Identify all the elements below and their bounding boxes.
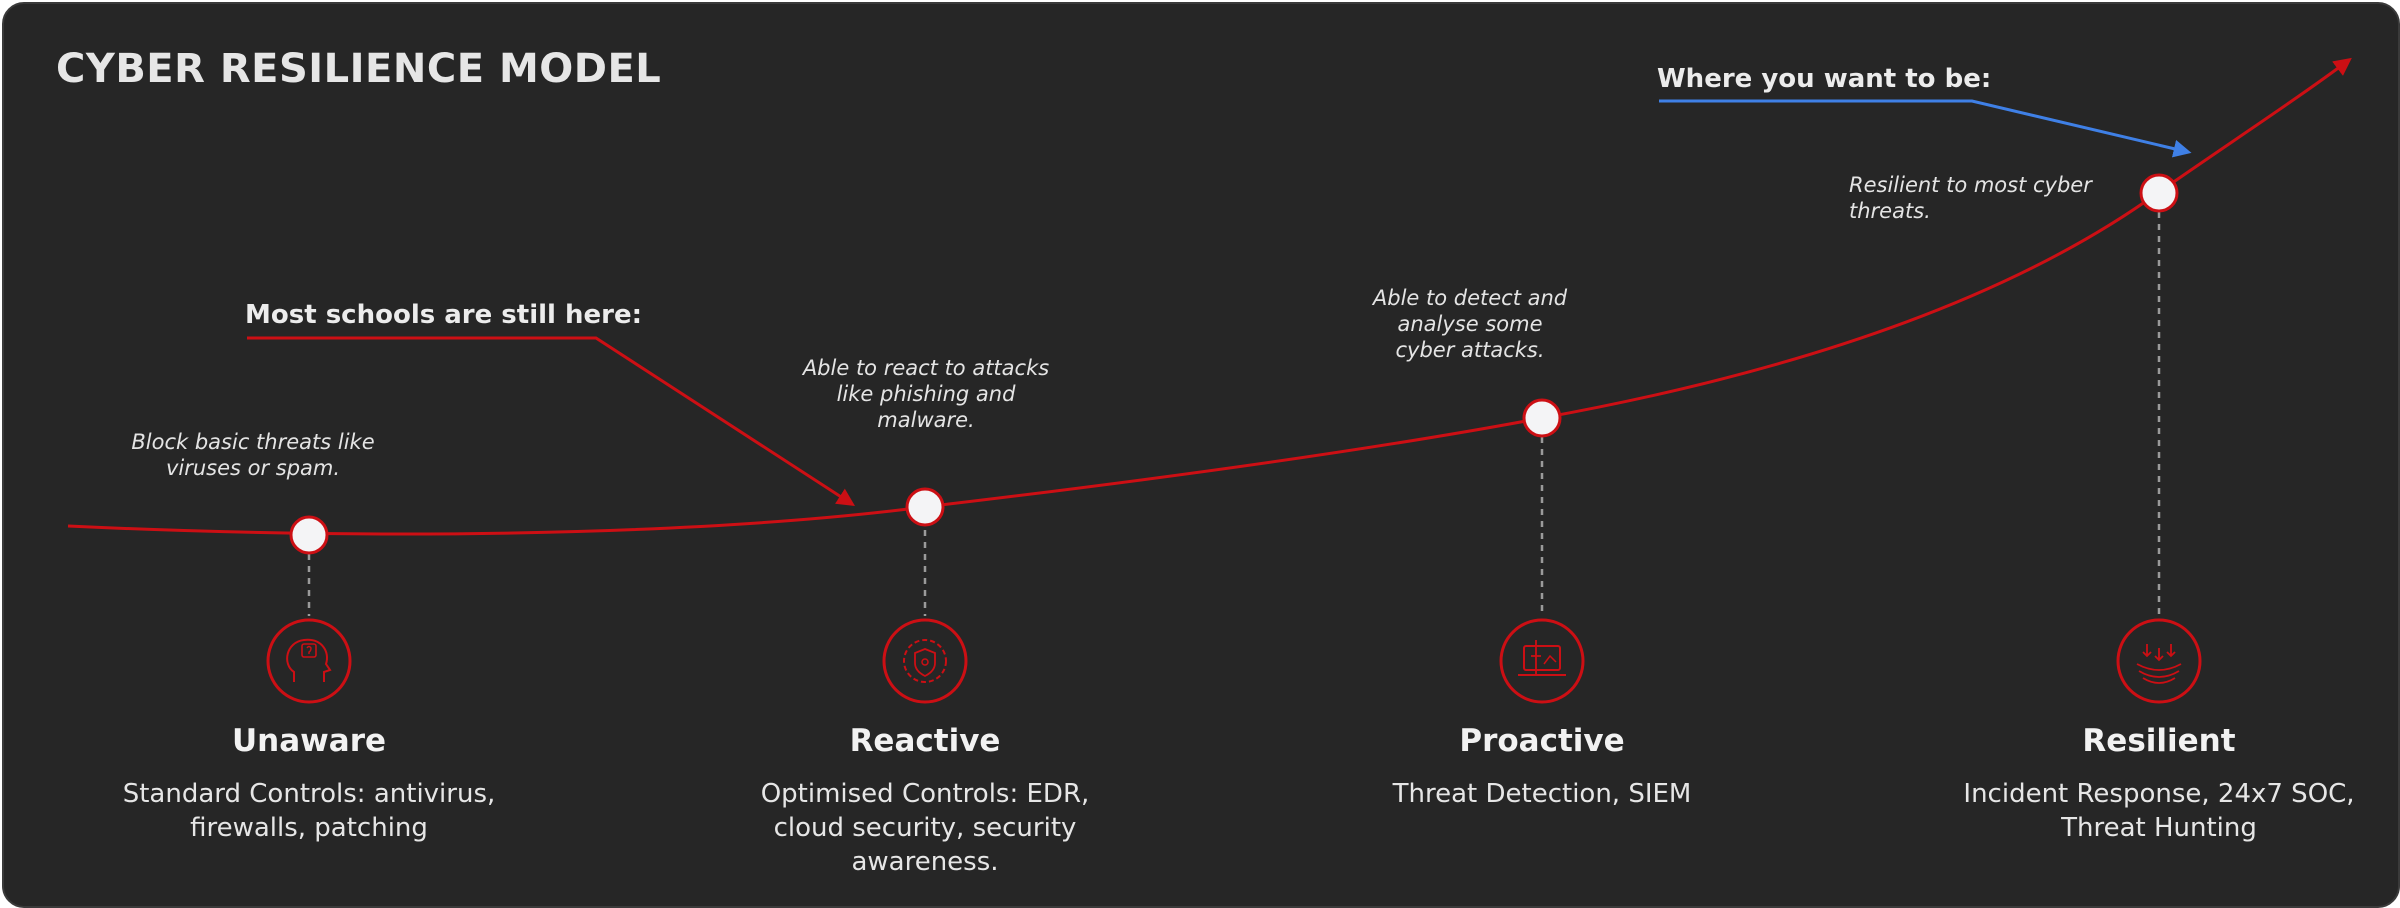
- note-unaware: Block basic threats like viruses or spam…: [131, 430, 375, 480]
- target-position-callout: Where you want to be:: [1657, 64, 1992, 94]
- stage-name-proactive: Proactive: [1459, 723, 1625, 759]
- stage-description-reactive: Optimised Controls: EDR, cloud security,…: [760, 779, 1090, 877]
- note-resilient: Resilient to most cyber threats.: [1849, 173, 2092, 223]
- head-question-icon: [266, 618, 352, 704]
- laptop-detection-icon: [1499, 618, 1585, 704]
- node-resilient: [2139, 173, 2179, 213]
- note-reactive: Able to react to attacks like phishing a…: [802, 356, 1050, 432]
- layered-defense-icon: [2116, 618, 2202, 704]
- stage-description-resilient: Incident Response, 24x7 SOC, Threat Hunt…: [1963, 779, 2355, 843]
- diagram-title: CYBER RESILIENCE MODEL: [56, 46, 662, 92]
- stage-name-unaware: Unaware: [231, 723, 387, 759]
- node-unaware: [289, 515, 329, 555]
- stage-description-proactive: Threat Detection, SIEM: [1392, 779, 1692, 809]
- current-position-callout: Most schools are still here:: [245, 300, 642, 330]
- target-position-arrow: [1659, 99, 2192, 158]
- diagram-graphics: [67, 57, 2352, 704]
- stage-name-reactive: Reactive: [849, 723, 1001, 759]
- node-proactive: [1522, 398, 1562, 438]
- resilience-curve: [67, 57, 2352, 536]
- node-reactive: [905, 487, 945, 527]
- stage-name-resilient: Resilient: [2082, 723, 2236, 759]
- shield-gear-icon: [882, 618, 968, 704]
- note-proactive: Able to detect and analyse some cyber at…: [1372, 286, 1568, 362]
- current-position-arrow: [247, 336, 856, 506]
- stage-description-unaware: Standard Controls: antivirus, firewalls,…: [122, 779, 496, 843]
